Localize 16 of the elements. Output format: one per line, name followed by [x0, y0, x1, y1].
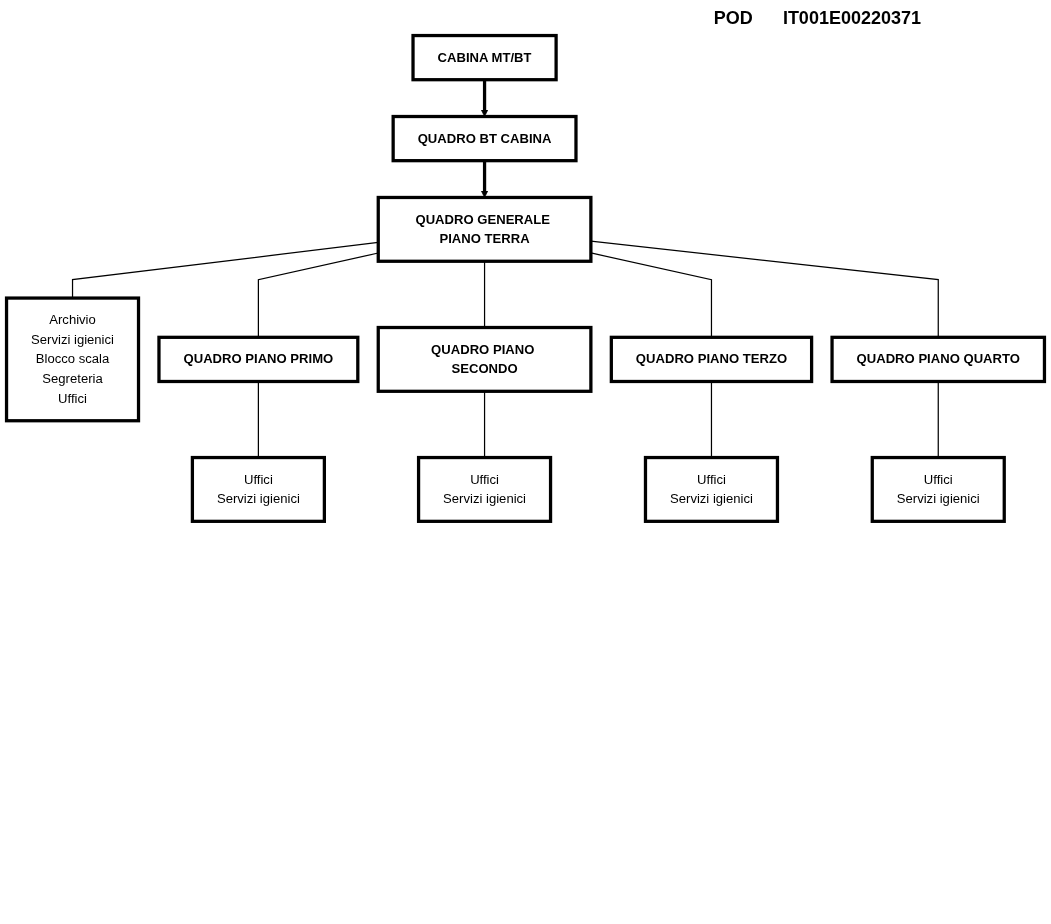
node-box: QUADRO BT CABINA — [391, 114, 578, 163]
node-box: Archivio Servizi igienici Blocco scala Segreteria Uffici — [4, 296, 141, 423]
node-box: Uffici Servizi igienici — [870, 455, 1006, 523]
node-box: QUADRO PIANO TERZO — [609, 335, 814, 384]
node-box: QUADRO GENERALE PIANO TERRA — [376, 195, 593, 263]
node-box: Uffici Servizi igienici — [643, 455, 780, 523]
node-box: CABINA MT/BT — [411, 33, 558, 82]
node-box: QUADRO PIANO PRIMO — [157, 335, 360, 384]
node-box: Uffici Servizi igienici — [190, 455, 326, 523]
label-text: POD — [713, 8, 753, 29]
arrow — [480, 160, 489, 198]
node-box: QUADRO PIANO QUARTO — [830, 335, 1047, 384]
label-text: IT001E00220371 — [782, 8, 921, 29]
arrow — [480, 79, 489, 117]
node-box: Uffici Servizi igienici — [416, 455, 553, 523]
node-box: QUADRO PIANO SECONDO — [376, 325, 593, 393]
